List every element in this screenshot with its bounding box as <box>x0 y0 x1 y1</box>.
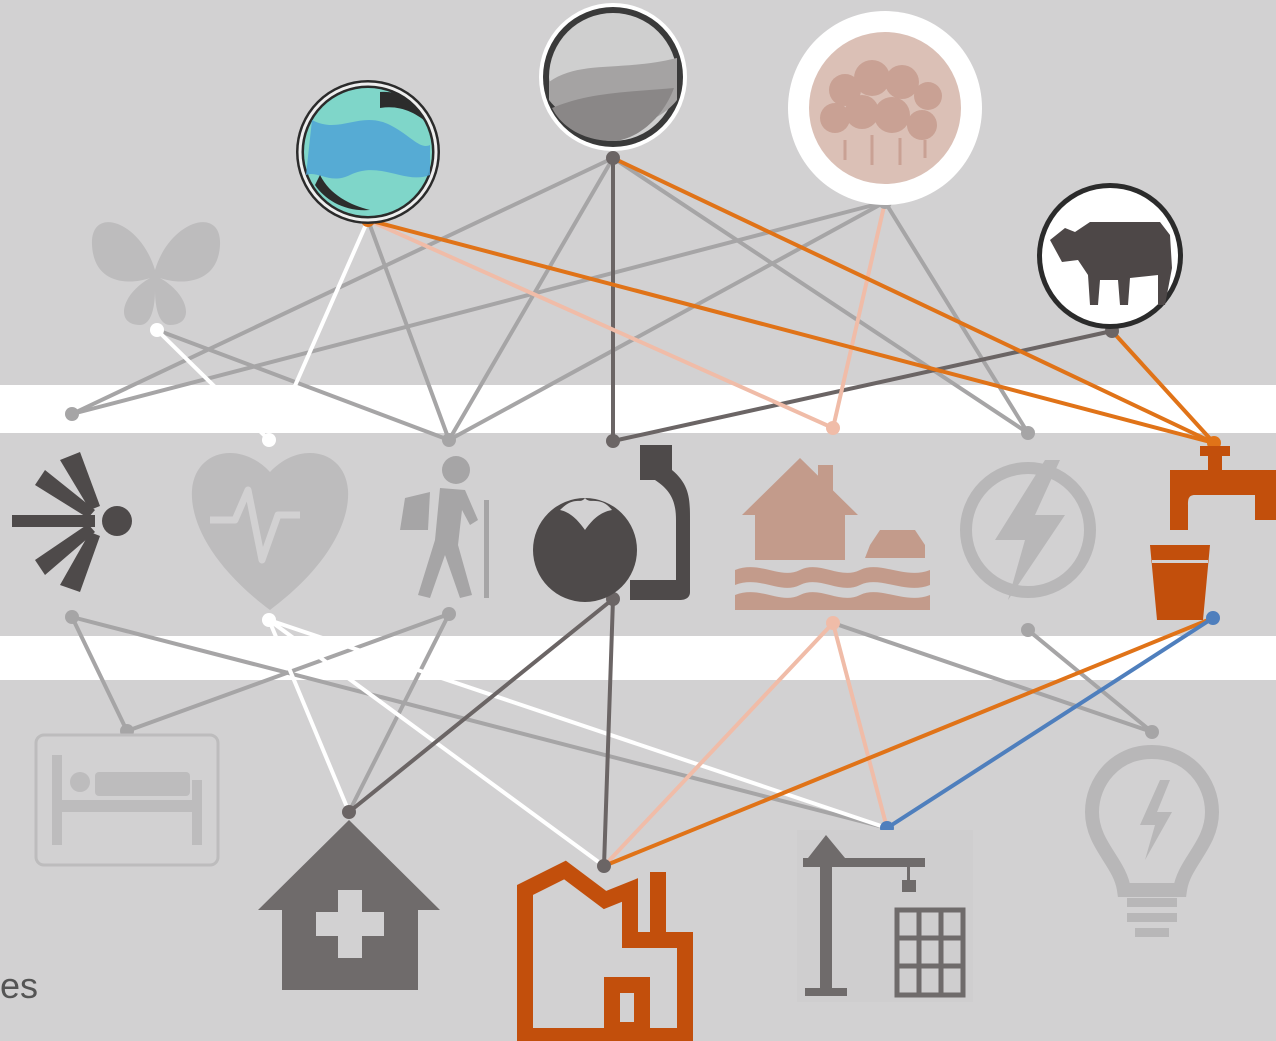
orange-links <box>366 156 1216 868</box>
food-provision-icon <box>533 445 690 602</box>
construction-icon <box>797 830 973 1002</box>
electricity-icon <box>1084 744 1220 937</box>
cropped-label-text: es <box>0 965 39 1006</box>
healthcare-icon <box>258 820 440 990</box>
butterfly-icon <box>91 222 221 325</box>
flood-protection-icon <box>735 458 930 610</box>
health-icon <box>191 452 349 610</box>
climate-regulation-icon <box>12 452 132 592</box>
energy-icon <box>960 460 1096 600</box>
peach-links <box>366 200 889 868</box>
upper-white-band <box>0 385 1276 433</box>
water-ecosystem-icon <box>296 80 440 224</box>
recreation-icon <box>400 456 489 598</box>
industry-icon <box>517 860 693 1041</box>
water-supply-icon <box>1150 446 1276 620</box>
forest-ecosystem-icon <box>788 11 982 205</box>
accommodation-icon <box>34 733 220 867</box>
lower-white-band <box>0 636 1276 680</box>
connection-dots <box>65 151 1221 873</box>
dark-links <box>347 156 1114 868</box>
grassland-ecosystem-icon <box>539 3 687 151</box>
livestock-icon <box>1037 183 1183 329</box>
blue-links <box>885 616 1215 830</box>
